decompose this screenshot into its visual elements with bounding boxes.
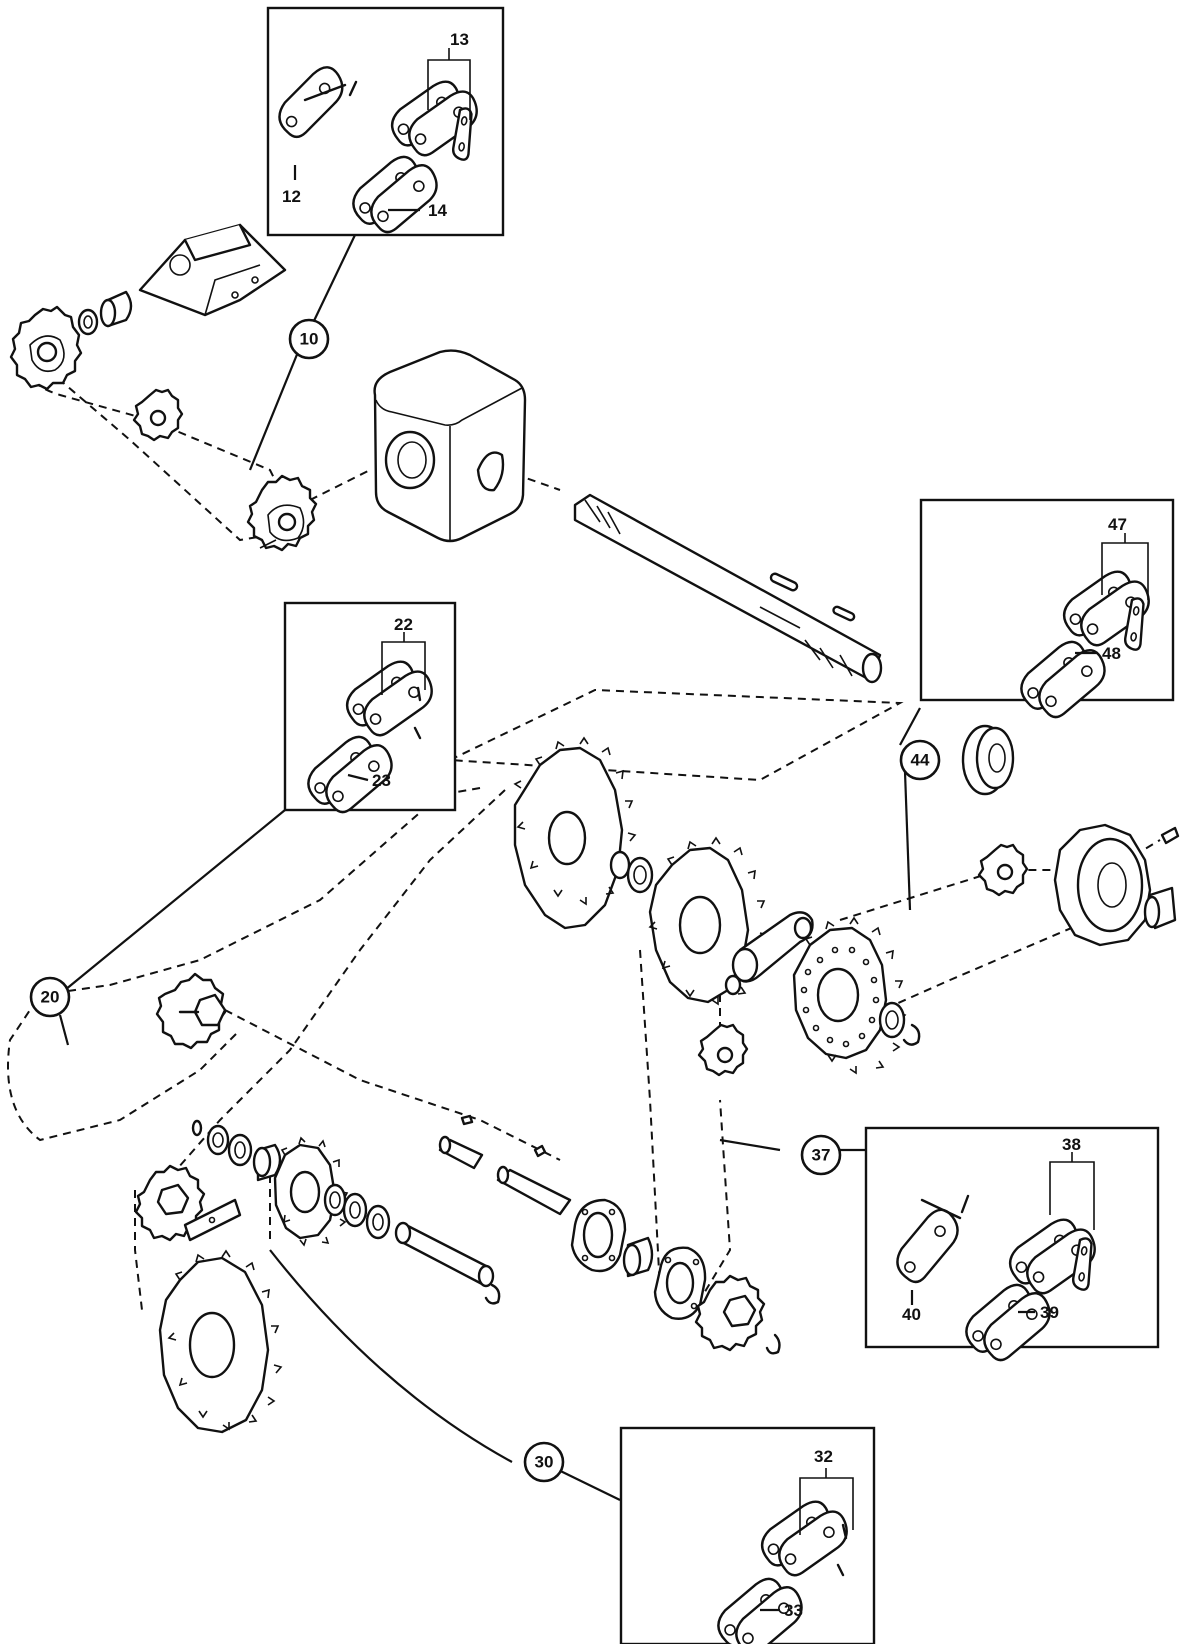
washers-a — [609, 850, 654, 894]
label-14: 14 — [428, 201, 447, 220]
label-48: 48 — [1102, 644, 1121, 663]
label-39: 39 — [1040, 1303, 1059, 1322]
callout-37: 37 — [800, 1134, 842, 1176]
callout-30: 30 — [523, 1441, 565, 1483]
large-sprocket-b — [648, 836, 769, 1006]
spacer-44 — [1143, 886, 1177, 930]
label-23: 23 — [372, 771, 391, 790]
bearing-stack-center — [323, 1183, 391, 1240]
detail-box-44 — [919, 498, 1175, 727]
label-47: 47 — [1108, 515, 1127, 534]
pulley-44 — [961, 724, 1015, 796]
label-40: 40 — [902, 1305, 921, 1324]
side-plate-32 — [836, 1523, 848, 1577]
cotter-pin-40 — [920, 1194, 970, 1220]
label-33: 33 — [784, 1601, 803, 1620]
washer-stack-left — [191, 1119, 282, 1182]
detail-box-30 — [619, 1426, 876, 1644]
connecting-link-40 — [896, 1208, 959, 1284]
hub-sprocket-right — [694, 1274, 781, 1355]
bracket-22 — [381, 632, 426, 695]
collar — [622, 1236, 654, 1278]
pins-middle — [438, 1114, 572, 1216]
washer — [77, 308, 99, 336]
sprocket-medium-30 — [273, 1136, 349, 1247]
bracket-38 — [1049, 1152, 1095, 1230]
label-22: 22 — [394, 615, 413, 634]
cotter-pin-12 — [303, 80, 358, 102]
detail-box-37 — [864, 1126, 1160, 1370]
drive-drum-44 — [1053, 823, 1152, 947]
callout-44: 44 — [899, 739, 941, 781]
idler-sprocket-small — [132, 388, 184, 442]
bracket-47 — [1101, 533, 1149, 600]
chain-path-37 — [639, 949, 732, 1302]
large-sprocket-c — [792, 916, 907, 1075]
large-sprocket-lower — [158, 1249, 283, 1434]
label-38: 38 — [1062, 1135, 1081, 1154]
connecting-link-12 — [278, 66, 344, 139]
callout-10: 10 — [288, 318, 330, 360]
callout-20: 20 — [29, 976, 71, 1018]
drive-sprocket-upper — [246, 474, 318, 552]
key-44 — [1160, 826, 1180, 845]
gearbox — [373, 349, 527, 543]
svg-text:10: 10 — [300, 330, 319, 349]
svg-text:44: 44 — [911, 751, 930, 770]
axle-lower — [394, 1221, 501, 1305]
label-13: 13 — [450, 30, 469, 49]
side-plate-22 — [413, 686, 422, 740]
svg-text:20: 20 — [41, 988, 60, 1007]
washers-c — [878, 1001, 921, 1046]
idler-sprocket-37 — [697, 1023, 749, 1077]
bushing — [99, 290, 133, 328]
label-32: 32 — [814, 1447, 833, 1466]
shaft-keys — [769, 572, 856, 622]
chain-path-30 — [134, 1009, 561, 1311]
svg-text:30: 30 — [535, 1453, 554, 1472]
main-shaft — [573, 493, 883, 684]
mounting-bracket — [138, 223, 287, 317]
detail-box-10 — [266, 6, 505, 242]
key-plate — [183, 1198, 242, 1242]
idler-sprocket-44 — [977, 843, 1029, 897]
svg-text:37: 37 — [812, 1146, 831, 1165]
tension-arm — [724, 911, 814, 996]
sprocket-hub-20 — [155, 972, 227, 1050]
flange-bearing — [570, 1198, 627, 1273]
large-sprocket-a — [513, 736, 637, 930]
label-12: 12 — [282, 187, 301, 206]
bracket-13 — [427, 48, 471, 120]
bracket-32 — [799, 1468, 854, 1535]
detail-box-20 — [283, 601, 457, 822]
idler-sprocket-upper — [9, 305, 83, 391]
